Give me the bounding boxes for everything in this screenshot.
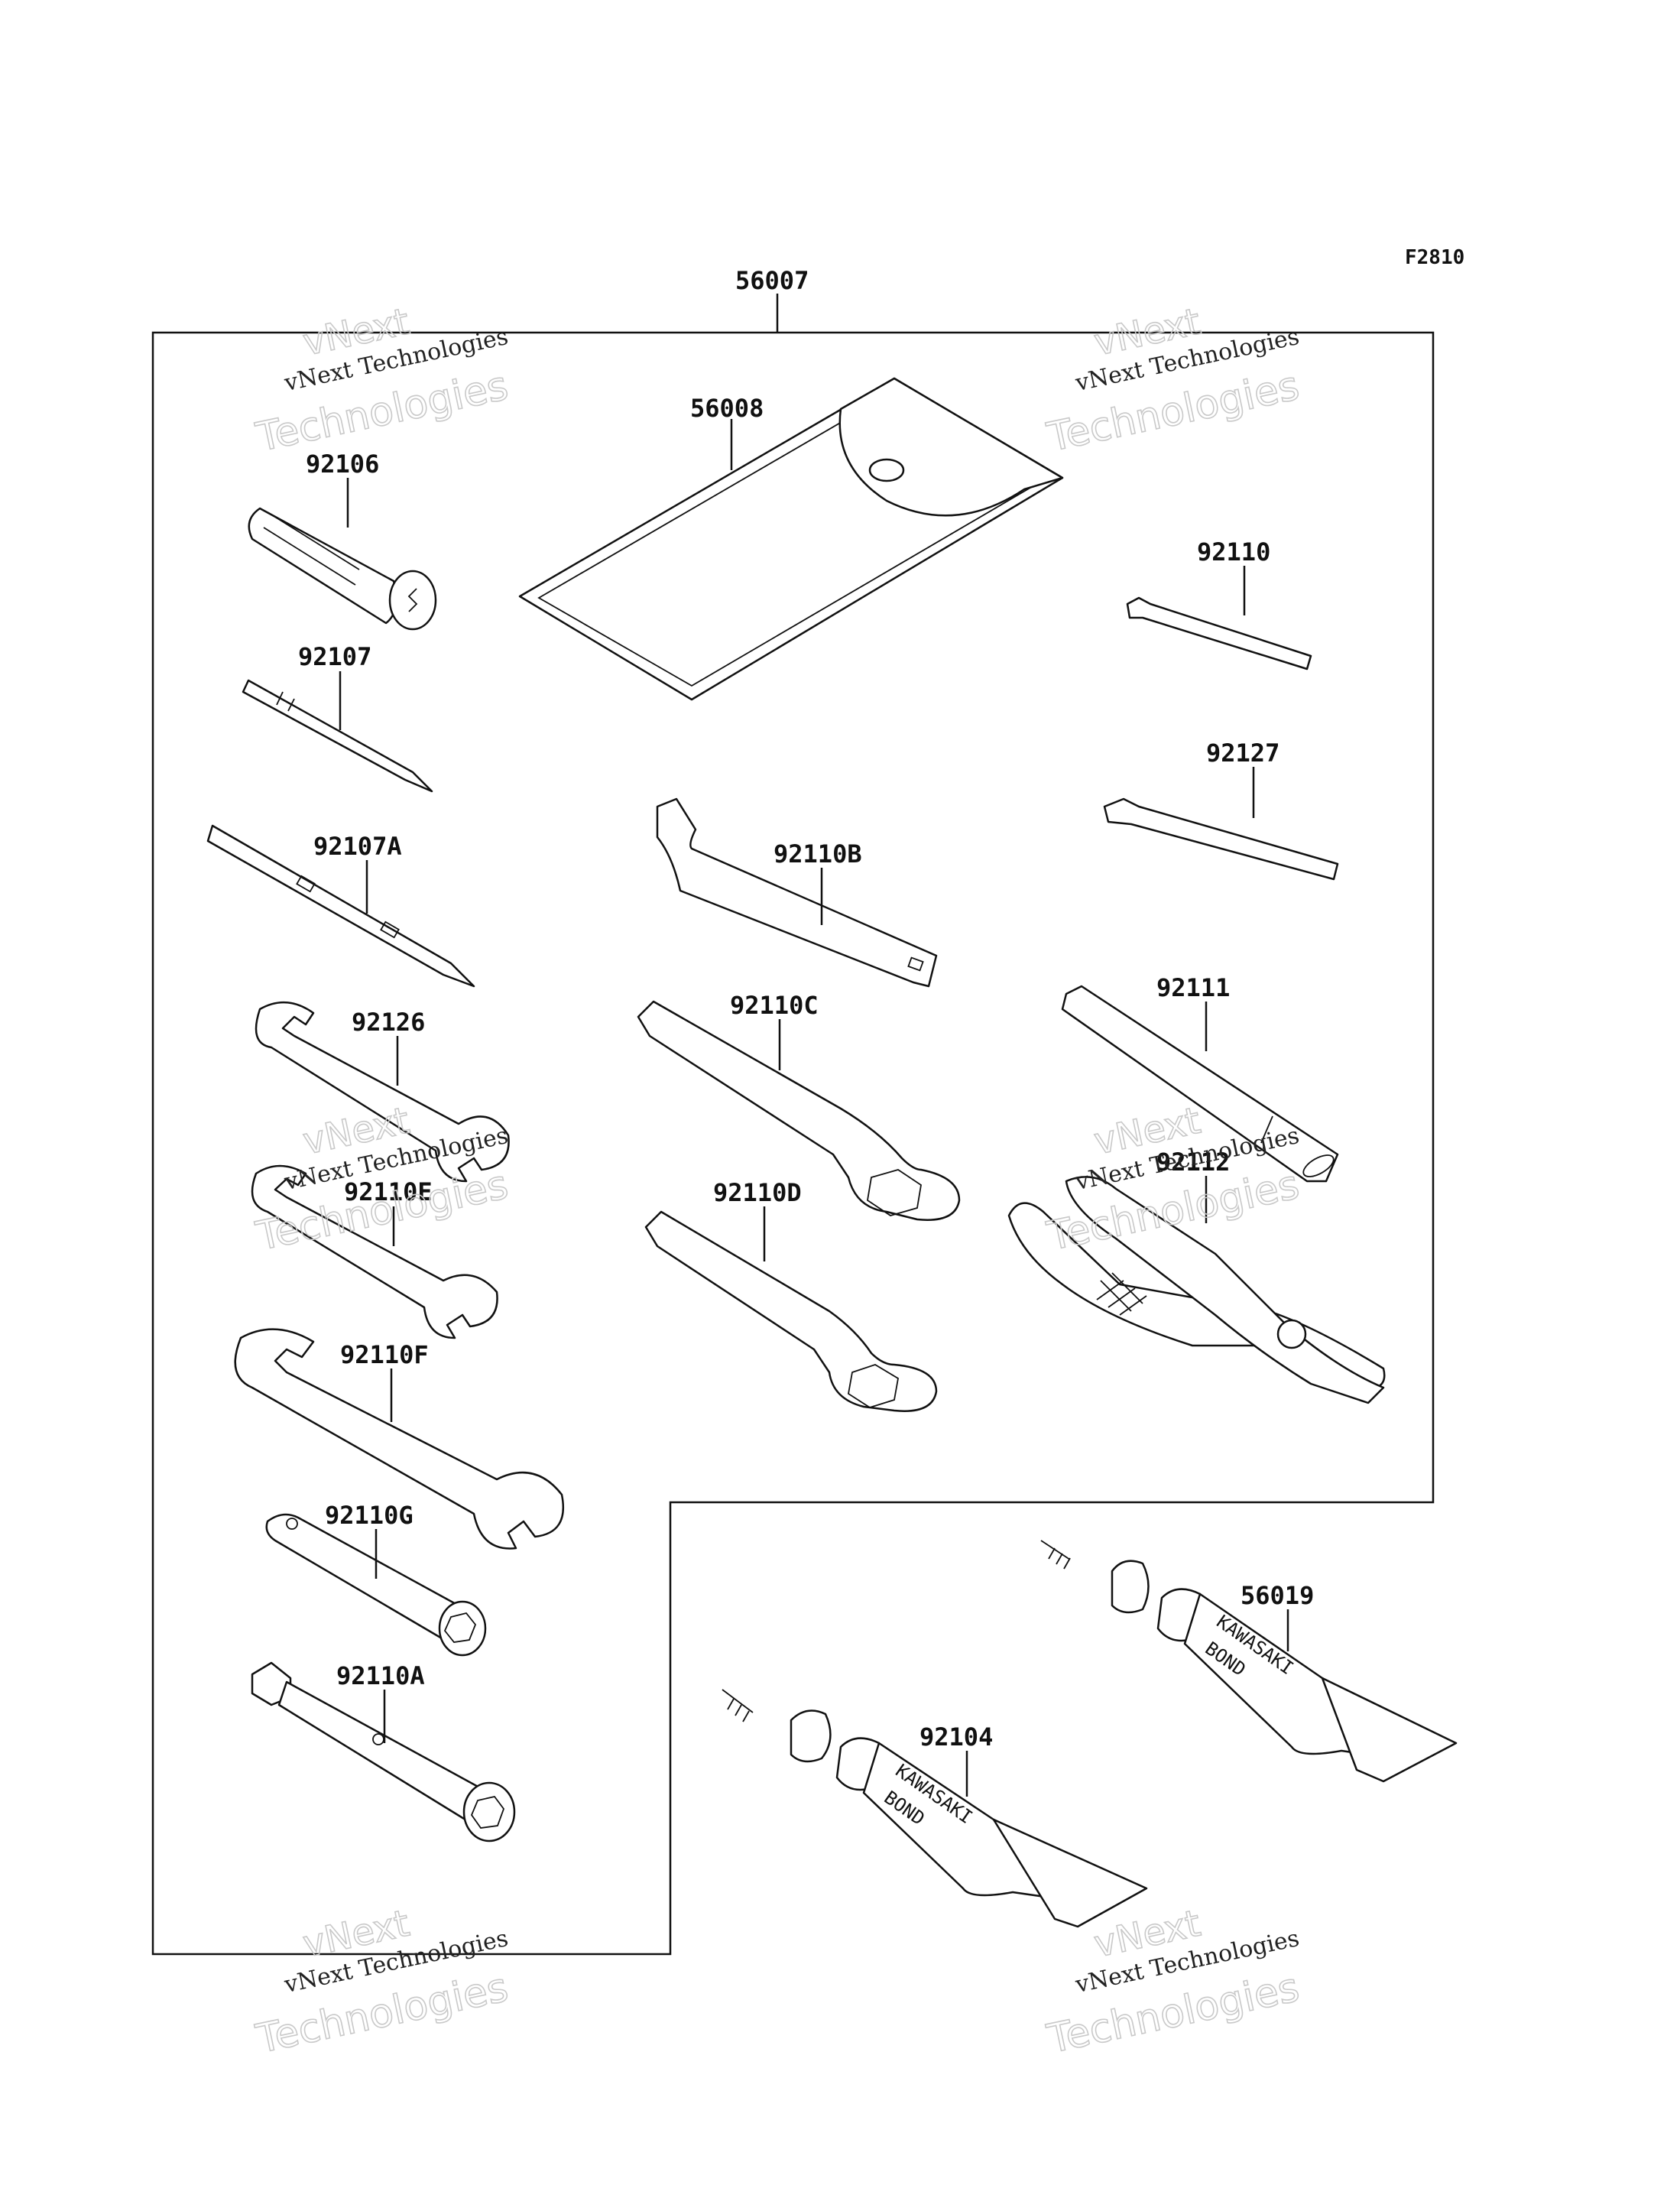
label-92110C[interactable]: 92110C bbox=[730, 991, 819, 1020]
toolkit-outline bbox=[151, 294, 1435, 1956]
socket-tool-illustration bbox=[248, 507, 437, 631]
label-92110[interactable]: 92110 bbox=[1197, 537, 1270, 567]
hex-key-92127-illustration bbox=[1103, 797, 1339, 881]
label-92107A[interactable]: 92107A bbox=[313, 832, 402, 861]
label-92110F[interactable]: 92110F bbox=[340, 1340, 429, 1369]
screwdriver-bit-illustration-a bbox=[206, 824, 475, 988]
label-92111[interactable]: 92111 bbox=[1156, 973, 1230, 1002]
watermark-mid-left: vNext vNext Technologies Technologies bbox=[251, 1099, 513, 1261]
hook-wrench-illustration bbox=[656, 797, 938, 988]
box-spanner-illustration bbox=[265, 1513, 487, 1657]
wrench-92126-illustration bbox=[255, 1001, 510, 1183]
label-56008[interactable]: 56008 bbox=[690, 394, 764, 423]
hex-key-92110-illustration bbox=[1126, 596, 1312, 670]
wrench-92110F-illustration bbox=[234, 1328, 565, 1550]
watermark-mid-right: vNext vNext Technologies Technologies bbox=[1043, 1099, 1304, 1261]
label-92126[interactable]: 92126 bbox=[352, 1008, 425, 1037]
plug-wrench-illustration bbox=[251, 1661, 516, 1842]
wrench-92110E-illustration bbox=[251, 1164, 498, 1339]
pliers-illustration bbox=[1007, 1176, 1386, 1404]
label-92110D[interactable]: 92110D bbox=[713, 1178, 802, 1207]
tool-pouch-illustration bbox=[518, 377, 1064, 701]
label-92127[interactable]: 92127 bbox=[1206, 739, 1279, 768]
label-92107[interactable]: 92107 bbox=[298, 642, 371, 671]
label-56007[interactable]: 56007 bbox=[735, 266, 809, 295]
watermark-bottom-left: vNext vNext Technologies Technologies bbox=[251, 1901, 513, 2063]
screwdriver-bit-illustration bbox=[242, 679, 433, 793]
ring-spanner-d-illustration bbox=[644, 1210, 938, 1412]
watermark-top-left: vNext vNext Technologies Technologies bbox=[251, 300, 513, 462]
label-92110B[interactable]: 92110B bbox=[774, 839, 862, 868]
label-92110E[interactable]: 92110E bbox=[344, 1177, 433, 1206]
watermark-top-right: vNext vNext Technologies Technologies bbox=[1043, 300, 1304, 462]
label-92112[interactable]: 92112 bbox=[1156, 1148, 1230, 1177]
label-56019[interactable]: 56019 bbox=[1241, 1581, 1314, 1610]
label-92106[interactable]: 92106 bbox=[306, 450, 379, 479]
extension-bar-illustration bbox=[1061, 985, 1339, 1183]
figure-code: F2810 bbox=[1405, 246, 1464, 269]
label-92104[interactable]: 92104 bbox=[919, 1722, 993, 1752]
label-92110G[interactable]: 92110G bbox=[325, 1501, 414, 1530]
ring-spanner-c-illustration bbox=[637, 1000, 961, 1221]
label-92110A[interactable]: 92110A bbox=[336, 1661, 425, 1690]
bond-tube-56019-illustration: KAWASAKI BOND bbox=[1040, 1540, 1458, 1783]
